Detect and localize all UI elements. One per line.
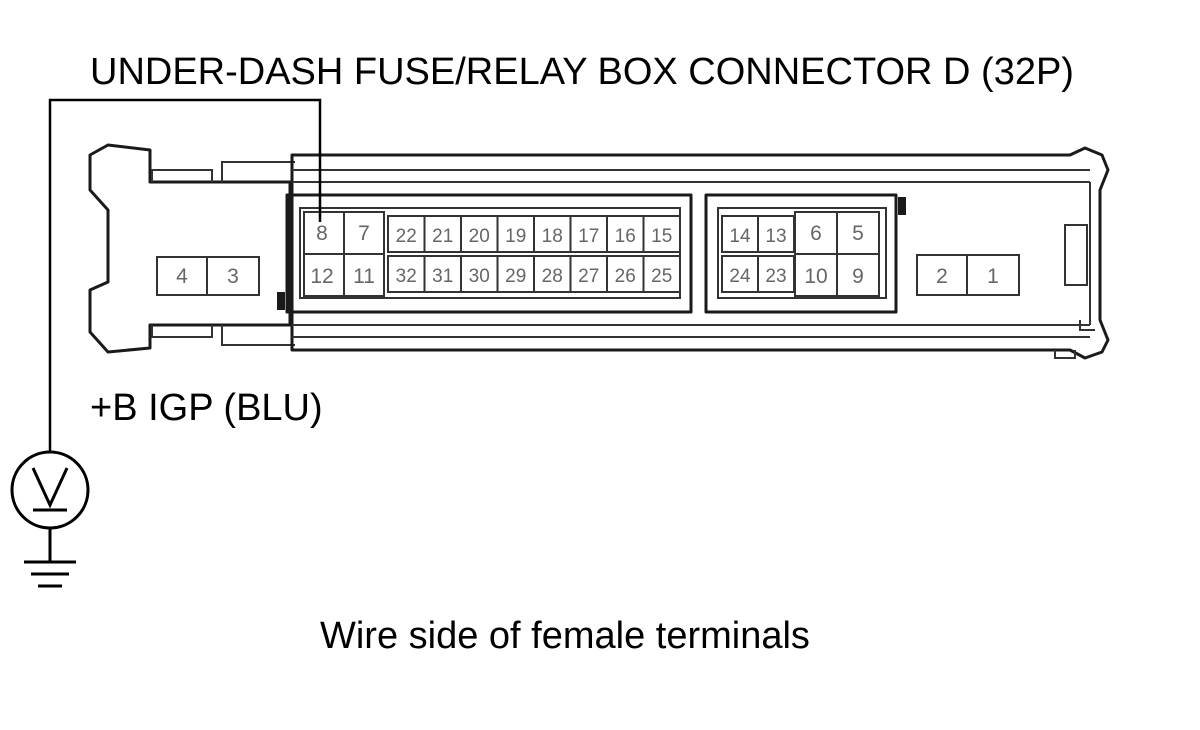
connector-body: [88, 143, 1110, 360]
pin-label: 10: [804, 265, 827, 288]
pin-label: 18: [542, 226, 563, 247]
terminal-31: [423, 255, 462, 293]
terminal-32: [387, 255, 426, 293]
pin-label: 19: [505, 226, 526, 247]
voltmeter-icon: [10, 450, 90, 530]
pin-label: 22: [396, 226, 417, 247]
pin-label: 20: [469, 226, 490, 247]
terminal-3: [206, 256, 260, 296]
pin-label: 11: [353, 265, 375, 288]
ground-icon: [24, 528, 76, 588]
pin-label: 5: [852, 222, 864, 245]
pin-label: 2: [936, 265, 948, 288]
terminal-25: [642, 255, 681, 293]
terminal-1: [966, 254, 1020, 296]
pin-label: 29: [505, 266, 526, 287]
pin-label: 8: [316, 222, 328, 245]
terminal-19: [496, 215, 535, 253]
probe-wire: [48, 98, 322, 453]
pin-label: 13: [765, 226, 786, 247]
pin-label: 28: [542, 266, 563, 287]
terminal-20: [460, 215, 499, 253]
terminal-22: [387, 215, 426, 253]
pin-label: 32: [396, 266, 417, 287]
pin-label: 30: [469, 266, 490, 287]
pin-label: 24: [729, 266, 751, 287]
terminal-15: [642, 215, 681, 253]
left-cavity: 4 3: [156, 256, 260, 296]
pin-label: 21: [432, 226, 453, 247]
pin-label: 27: [578, 266, 599, 287]
terminal-13: [757, 215, 795, 253]
pin-label: 12: [310, 265, 333, 288]
pin-label: 17: [578, 226, 599, 247]
pin-label: 15: [651, 226, 672, 247]
pin-label: 4: [176, 265, 188, 288]
terminal-block-b: 14 13 24 23 6 5 10 9: [704, 193, 906, 314]
pin-label: 31: [432, 266, 453, 287]
diagram-title: UNDER-DASH FUSE/RELAY BOX CONNECTOR D (3…: [90, 51, 1074, 93]
terminal-26: [606, 255, 645, 293]
pin-label: 23: [765, 266, 786, 287]
pin-label: 3: [227, 265, 239, 288]
pin-label: 26: [615, 266, 636, 287]
small-terminal-grid: 22 21 20 19 18 17 16 15 32 31 30 29 28 27 26 25: [387, 215, 681, 293]
right-cavity: 2 1: [916, 254, 1020, 296]
terminal-4: [156, 256, 208, 296]
terminal-21: [423, 215, 462, 253]
terminal-28: [533, 255, 572, 293]
pin-label: 14: [729, 226, 751, 247]
pin-label: 25: [651, 266, 672, 287]
terminal-29: [496, 255, 535, 293]
pin-label: 6: [810, 222, 822, 245]
wire-label: +B IGP (BLU): [90, 387, 323, 429]
view-caption: Wire side of female terminals: [320, 615, 810, 657]
terminal-block-a: 8 7 12 11 22 21 20 19 18 17 16 15 32 31 30 29 28 27 26…: [277, 193, 693, 314]
pin-label: 16: [615, 226, 636, 247]
pin-label: 1: [987, 265, 999, 288]
terminal-24: [721, 255, 759, 293]
pin-label: 7: [358, 222, 370, 245]
pin-label: 9: [852, 265, 864, 288]
small-terminal-grid: 14 13 24 23: [721, 215, 795, 293]
